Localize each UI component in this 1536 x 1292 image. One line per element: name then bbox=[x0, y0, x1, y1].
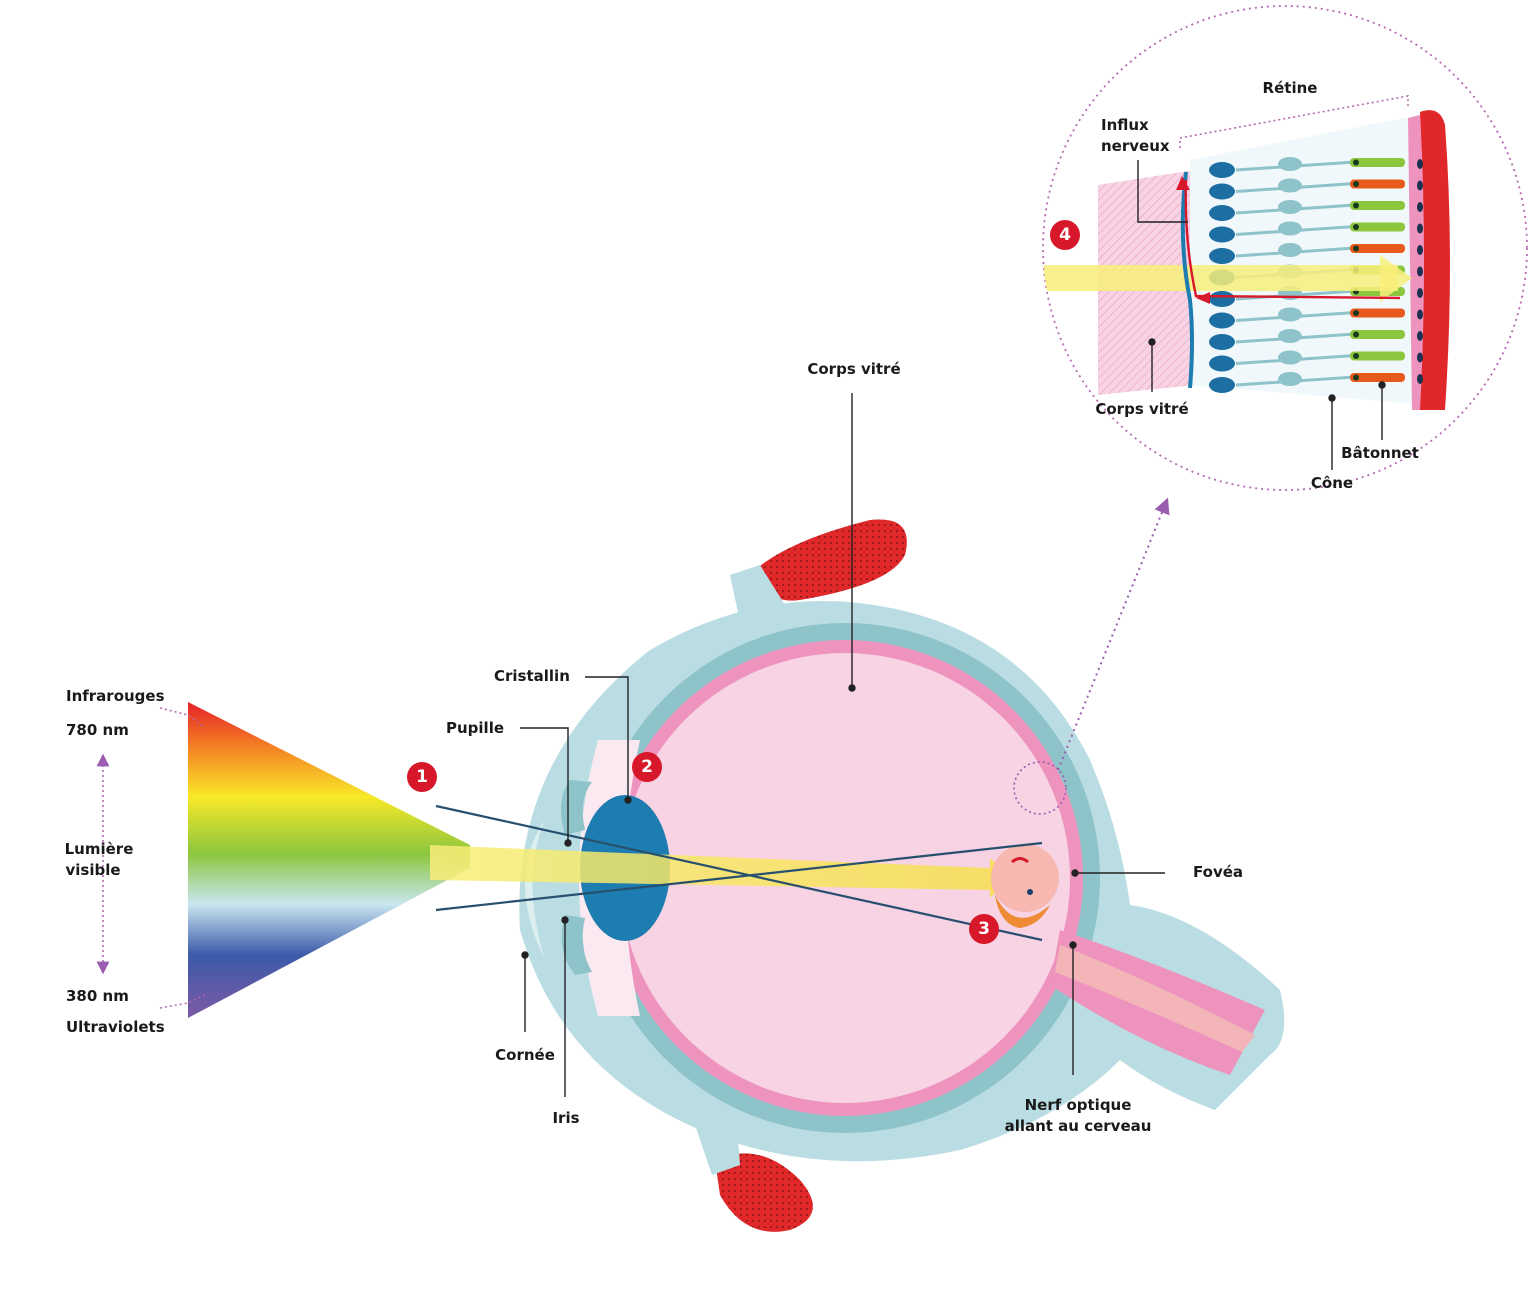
label-nerf-optique-2: allant au cerveau bbox=[1004, 1117, 1152, 1135]
label-influx-2: nerveux bbox=[1101, 137, 1170, 155]
bipolar-cell bbox=[1278, 243, 1302, 257]
retina-zoom-marker bbox=[1013, 761, 1067, 815]
bipolar-cell bbox=[1278, 178, 1302, 193]
iris-top bbox=[561, 780, 592, 835]
label-cristallin: Cristallin bbox=[494, 667, 570, 685]
cell-fibre bbox=[1235, 225, 1356, 236]
rod-cell bbox=[1350, 222, 1405, 232]
bipolar-cell bbox=[1278, 329, 1302, 343]
pigment-nucleus bbox=[1417, 180, 1423, 191]
label-pupille: Pupille bbox=[446, 719, 505, 737]
label-cone: Cône bbox=[1310, 474, 1354, 492]
leader-lines bbox=[520, 160, 1386, 1097]
cell-fibre bbox=[1235, 203, 1356, 215]
label-corps-vitre-zoom: Corps vitré bbox=[1095, 400, 1189, 418]
label-fovea: Fovéa bbox=[1193, 863, 1244, 881]
rod-cell bbox=[1350, 351, 1405, 361]
step-badge-2: 2 bbox=[632, 752, 662, 782]
ganglion-cell bbox=[1209, 162, 1235, 178]
bipolar-cell bbox=[1278, 157, 1302, 171]
cell-fibre bbox=[1235, 311, 1356, 322]
cell-fibre bbox=[1235, 182, 1356, 193]
bipolar-cell bbox=[1278, 307, 1302, 322]
spectrum-fan bbox=[188, 702, 470, 1018]
ganglion-cell bbox=[1209, 205, 1235, 221]
cell-fibre bbox=[1235, 354, 1356, 365]
cell-nucleus bbox=[1353, 331, 1359, 338]
label-influx-1: Influx bbox=[1101, 116, 1149, 134]
pigment-nucleus bbox=[1417, 202, 1423, 212]
pigment-nucleus bbox=[1417, 223, 1423, 234]
cell-fibre bbox=[1235, 246, 1356, 258]
label-nerf-optique-1: Nerf optique bbox=[1024, 1096, 1132, 1114]
ganglion-cell bbox=[1209, 312, 1235, 329]
retinal-image bbox=[991, 844, 1059, 928]
ganglion-cell bbox=[1209, 334, 1235, 350]
label-ultraviolets: Ultraviolets bbox=[66, 1018, 165, 1036]
light-rays bbox=[435, 804, 1043, 942]
bipolar-cell bbox=[1278, 350, 1302, 365]
cone-cell bbox=[1350, 179, 1405, 189]
pigment-nucleus bbox=[1417, 266, 1423, 277]
ganglion-cell bbox=[1209, 355, 1235, 372]
bipolar-cell bbox=[1278, 372, 1302, 386]
retina-zoom bbox=[1042, 5, 1528, 491]
label-cornee: Cornée bbox=[495, 1046, 555, 1064]
step-badge-1: 1 bbox=[407, 762, 437, 792]
cell-nucleus bbox=[1353, 374, 1359, 381]
pigment-nucleus bbox=[1417, 309, 1423, 320]
label-infrarouges: Infrarouges bbox=[66, 687, 165, 705]
cone-cell bbox=[1350, 308, 1405, 318]
pigment-nucleus bbox=[1417, 288, 1423, 298]
ganglion-cell bbox=[1209, 226, 1235, 243]
bipolar-cell bbox=[1278, 221, 1302, 236]
step-badge-3: 3 bbox=[969, 914, 999, 944]
label-visible: visible bbox=[65, 861, 121, 879]
label-iris: Iris bbox=[552, 1109, 580, 1127]
iris-bottom bbox=[561, 915, 592, 975]
label-corps-vitre: Corps vitré bbox=[807, 360, 901, 378]
rod-cell bbox=[1350, 201, 1405, 210]
cell-fibre bbox=[1235, 375, 1356, 387]
ganglion-cell bbox=[1209, 291, 1235, 307]
rod-cell bbox=[1350, 330, 1405, 339]
label-batonnet: Bâtonnet bbox=[1341, 444, 1419, 462]
cell-nucleus bbox=[1353, 353, 1359, 359]
pigment-nucleus bbox=[1417, 245, 1423, 255]
pigment-nucleus bbox=[1417, 331, 1423, 341]
pigment-nucleus bbox=[1417, 159, 1423, 169]
cell-nucleus bbox=[1353, 159, 1359, 166]
cell-fibre bbox=[1235, 160, 1356, 172]
label-380nm: 380 nm bbox=[66, 987, 129, 1005]
cone-cell bbox=[1350, 373, 1405, 382]
cell-nucleus bbox=[1353, 245, 1359, 252]
cone-cell bbox=[1350, 244, 1405, 253]
label-780nm: 780 nm bbox=[66, 721, 129, 739]
pigment-nucleus bbox=[1417, 352, 1423, 363]
cell-nucleus bbox=[1353, 202, 1359, 209]
rod-cell bbox=[1350, 158, 1405, 167]
cell-nucleus bbox=[1353, 181, 1359, 187]
ganglion-cell bbox=[1209, 248, 1235, 264]
label-lumiere: Lumière bbox=[64, 840, 134, 858]
cell-fibre bbox=[1235, 332, 1356, 344]
bipolar-cell bbox=[1278, 200, 1302, 214]
cell-nucleus bbox=[1353, 310, 1359, 316]
light-spectrum bbox=[188, 702, 470, 1018]
spectrum-guides bbox=[96, 707, 206, 1009]
ganglion-cell bbox=[1209, 377, 1235, 393]
label-retine: Rétine bbox=[1262, 79, 1318, 97]
ganglion-cell bbox=[1209, 183, 1235, 200]
step-badge-4: 4 bbox=[1050, 220, 1080, 250]
pigment-nucleus bbox=[1417, 374, 1423, 384]
cell-nucleus bbox=[1353, 224, 1359, 230]
